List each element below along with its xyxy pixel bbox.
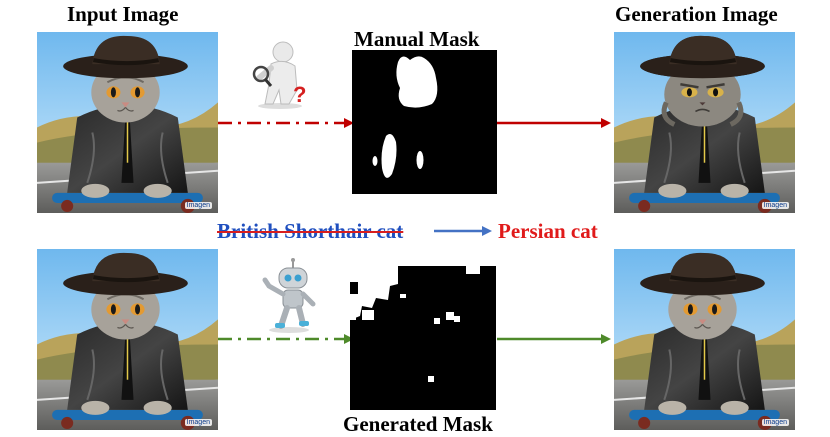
input-image-bottom: Imagen — [37, 249, 218, 430]
cat-photo — [37, 32, 218, 213]
svg-text:?: ? — [293, 82, 306, 107]
generation-image-top: Imagen — [614, 32, 795, 213]
imagen-watermark: Imagen — [184, 419, 212, 426]
auto-input-arrow — [218, 334, 354, 344]
imagen-watermark: Imagen — [761, 202, 789, 209]
generated-mask — [350, 266, 496, 410]
generation-image-title: Generation Image — [615, 2, 778, 26]
source-prompt: British Shorthair cat — [217, 219, 404, 243]
auto-output-arrow — [497, 334, 611, 344]
cat-photo — [37, 249, 218, 430]
generated-mask-title: Generated Mask — [343, 412, 493, 436]
imagen-watermark: Imagen — [184, 202, 212, 209]
persian-cat-photo — [614, 32, 795, 213]
input-image-top: Imagen — [37, 32, 218, 213]
manual-mask — [352, 50, 497, 194]
imagen-watermark: Imagen — [761, 419, 789, 426]
target-prompt: Persian cat — [498, 219, 598, 243]
manual-mask-shapes — [372, 56, 438, 178]
manual-input-arrow — [218, 118, 354, 128]
manual-mask-title: Manual Mask — [354, 27, 480, 51]
robot-icon — [257, 256, 321, 334]
manual-output-arrow — [497, 118, 611, 128]
generated-mask-shapes — [350, 266, 496, 410]
cat-photo — [614, 249, 795, 430]
prompt-edit-arrow — [434, 226, 492, 236]
generation-image-bottom: Imagen — [614, 249, 795, 430]
human-magnifier-question-icon: ? — [245, 38, 315, 110]
input-image-title: Input Image — [67, 2, 179, 26]
